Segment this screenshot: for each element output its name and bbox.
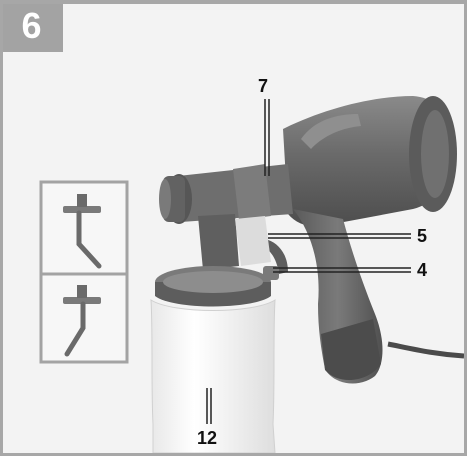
callout-5: 5 <box>417 226 427 246</box>
power-cable <box>387 341 464 359</box>
callout-4: 4 <box>417 260 427 280</box>
suction-tube-backward-icon <box>63 285 101 357</box>
suction-tube-inset <box>39 180 129 364</box>
suction-tube-forward-icon <box>63 194 102 269</box>
paint-spray-gun-icon <box>155 96 457 384</box>
figure-number-badge: 6 <box>3 4 63 52</box>
callout-12: 12 <box>197 428 217 448</box>
spray-gun-illustration: 7 5 4 12 <box>39 76 464 453</box>
callout-7: 7 <box>258 76 268 96</box>
figure-number: 6 <box>21 5 42 46</box>
paint-container <box>150 299 276 453</box>
